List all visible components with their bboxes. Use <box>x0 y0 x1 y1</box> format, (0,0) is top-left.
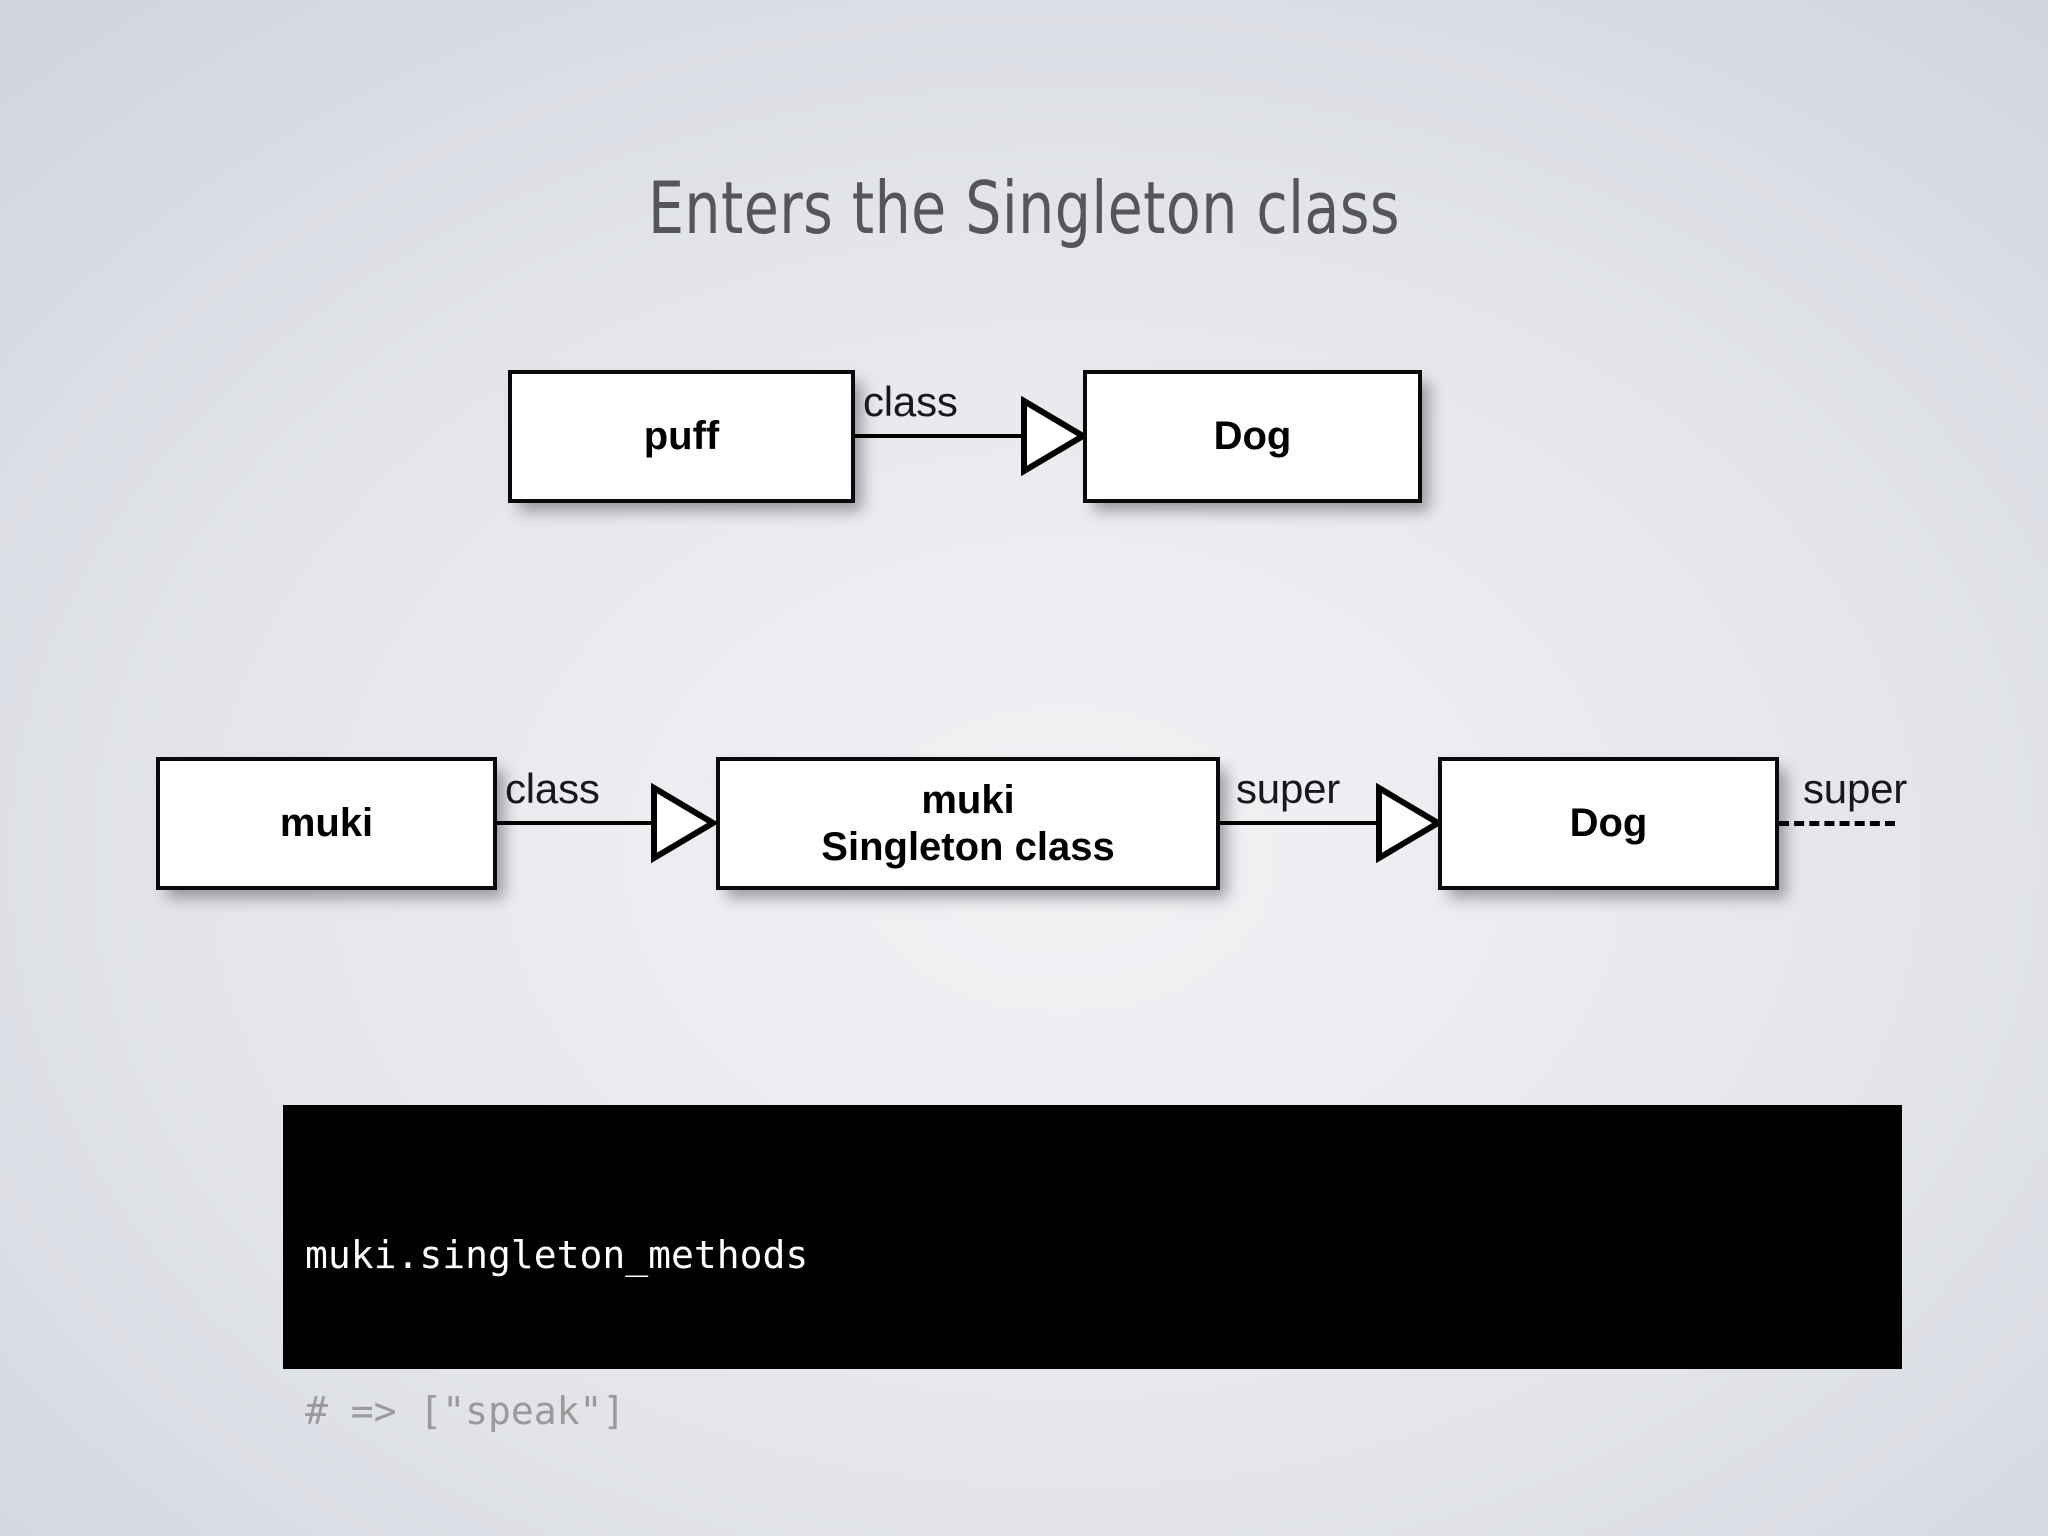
node-muki: muki <box>156 757 497 890</box>
edge-line <box>1220 821 1382 825</box>
edge-label: super <box>1803 765 1908 812</box>
node-puff-label: puff <box>643 414 720 459</box>
node-dog-bottom: Dog <box>1438 757 1779 890</box>
edge-muki-class: class <box>497 757 719 890</box>
code-block: muki.singleton_methods # => ["speak"] pu… <box>283 1105 1902 1433</box>
edge-singleton-super: super <box>1220 757 1444 890</box>
node-muki-singleton-class: muki Singleton class <box>716 757 1220 890</box>
edge-line <box>855 434 1027 438</box>
node-dog-bottom-label: Dog <box>1569 801 1648 846</box>
node-dog-top: Dog <box>1083 370 1422 503</box>
edge-label: class <box>505 765 600 812</box>
node-puff: puff <box>508 370 855 503</box>
edge-line <box>497 821 657 825</box>
code-line: muki.singleton_methods <box>305 1233 809 1277</box>
node-muki-label: muki <box>279 801 374 846</box>
edge-label: super <box>1236 765 1341 812</box>
node-muki-singleton-class-label: muki Singleton class <box>821 778 1115 869</box>
edge-dog-super-trailing: super <box>1779 757 2009 890</box>
edge-label: class <box>863 378 958 425</box>
edge-puff-class: class <box>855 370 1089 503</box>
node-dog-top-label: Dog <box>1213 414 1292 459</box>
page-title: Enters the Singleton class <box>647 166 1401 250</box>
edge-line-dashed <box>1779 821 1895 826</box>
code-line: # => ["speak"] <box>305 1389 626 1433</box>
